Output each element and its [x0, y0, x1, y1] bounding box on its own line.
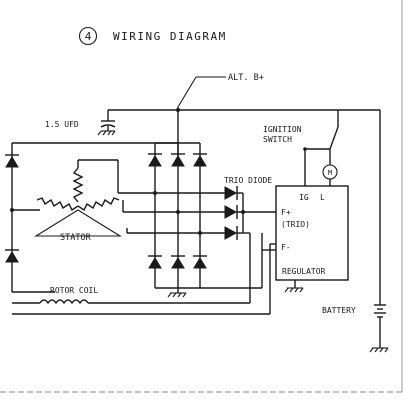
capacitor-plate — [100, 124, 116, 128]
battery-label: BATTERY — [322, 306, 356, 315]
figure-number: 4 — [85, 30, 92, 43]
regulator-box — [275, 185, 349, 281]
ground-icon — [167, 292, 187, 298]
battery-icon — [374, 304, 386, 318]
rotor-coil-label: ROTOR COIL — [50, 286, 98, 295]
stator-label: STATOR — [60, 233, 92, 243]
trio-terminal-label: (TRIO) — [281, 220, 310, 229]
switch-label: SWITCH — [263, 135, 292, 144]
diode-icon — [148, 255, 162, 269]
alt-b-plus-label: ALT. B+ — [228, 73, 264, 83]
capacitor-label: 1.5 UFD — [45, 120, 79, 129]
diode-icon — [171, 255, 185, 269]
diode-icon — [5, 249, 19, 263]
ig-terminal-label: IG — [299, 193, 309, 202]
trio-diode-icon — [224, 186, 238, 200]
junction-dot — [10, 208, 14, 212]
trio-diode-label: TRIO DIODE — [224, 176, 272, 185]
rotor-coil-winding — [39, 299, 89, 305]
diode-icon — [193, 255, 207, 269]
stator-outline — [34, 209, 122, 237]
diagram-title: WIRING DIAGRAM — [113, 30, 227, 43]
trio-diode-icon — [224, 205, 238, 219]
warning-lamp-label: M — [328, 169, 332, 177]
f-plus-label: F+ — [281, 208, 291, 217]
ignition-switch-blade — [329, 126, 339, 150]
f-minus-label: F- — [281, 243, 291, 252]
diode-icon — [193, 153, 207, 167]
diode-icon — [5, 154, 19, 168]
alt-b-plus-leader — [177, 76, 197, 108]
ground-icon — [369, 347, 389, 353]
diode-icon — [148, 153, 162, 167]
stator-winding — [36, 167, 120, 212]
ignition-label: IGNITION — [263, 125, 302, 134]
junction-dot — [176, 108, 180, 112]
ground-icon — [284, 287, 304, 293]
l-terminal-label: L — [320, 193, 325, 202]
trio-diode-icon — [224, 226, 238, 240]
regulator-label: REGULATOR — [282, 267, 326, 276]
figure-number-circle — [78, 26, 98, 46]
diode-icon — [171, 153, 185, 167]
